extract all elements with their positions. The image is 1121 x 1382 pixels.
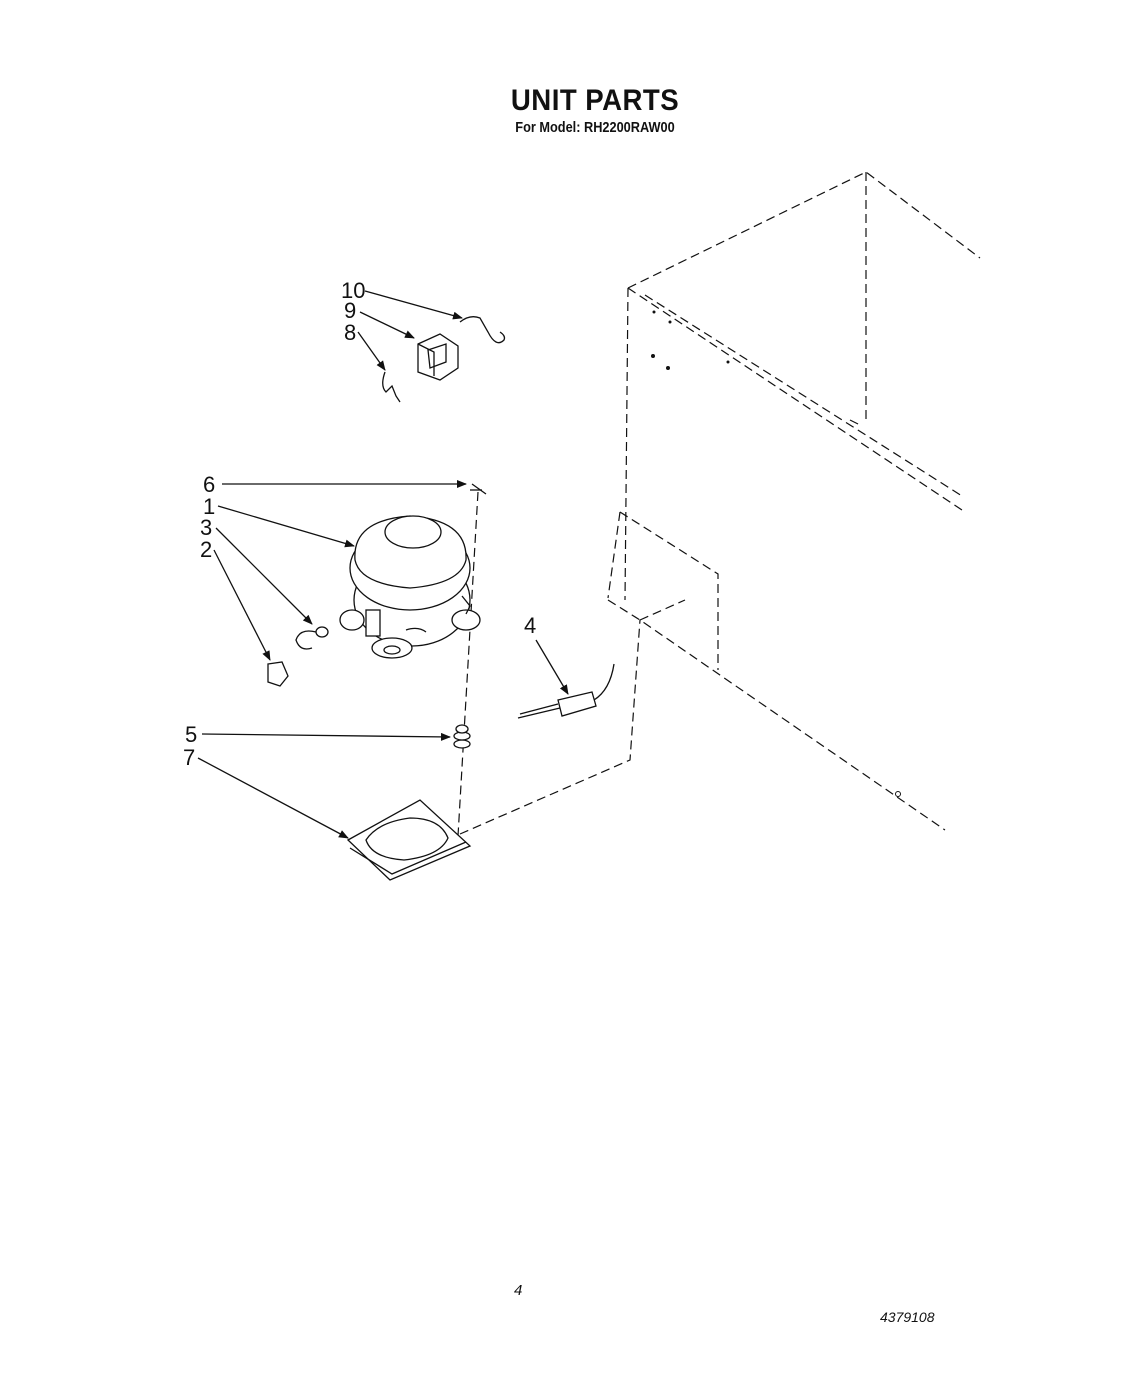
relay-part — [267, 661, 289, 687]
callout-9: 9 — [344, 298, 356, 323]
clip-wire-part — [459, 316, 506, 344]
callout-5: 5 — [185, 722, 197, 747]
clip-part — [470, 483, 487, 495]
callout-1: 1 — [203, 494, 215, 519]
page-title: UNIT PARTS — [510, 84, 680, 117]
overload-part — [295, 626, 329, 650]
mounting-plate-part — [346, 799, 472, 881]
compressor-part — [339, 515, 481, 659]
callout-4: 4 — [524, 613, 536, 638]
model-subtitle: For Model: RH2200RAW00 — [515, 119, 675, 136]
grommet-part — [453, 724, 471, 749]
callout-10: 10 — [341, 278, 365, 303]
cabinet-outline — [607, 171, 981, 831]
leader-lines — [197, 290, 569, 839]
assembly-lines — [457, 491, 641, 837]
callout-labels: 10 9 8 6 1 3 2 4 5 7 — [183, 278, 536, 770]
spring-clip-part — [382, 371, 401, 403]
document-number: 4379108 — [880, 1309, 935, 1325]
relay-cover-part — [417, 333, 459, 381]
callout-3: 3 — [200, 515, 212, 540]
callout-7: 7 — [183, 745, 195, 770]
page-number: 4 — [514, 1282, 523, 1299]
callout-2: 2 — [200, 537, 212, 562]
drier-part — [517, 663, 615, 719]
callout-6: 6 — [203, 472, 215, 497]
callout-8: 8 — [344, 320, 356, 345]
